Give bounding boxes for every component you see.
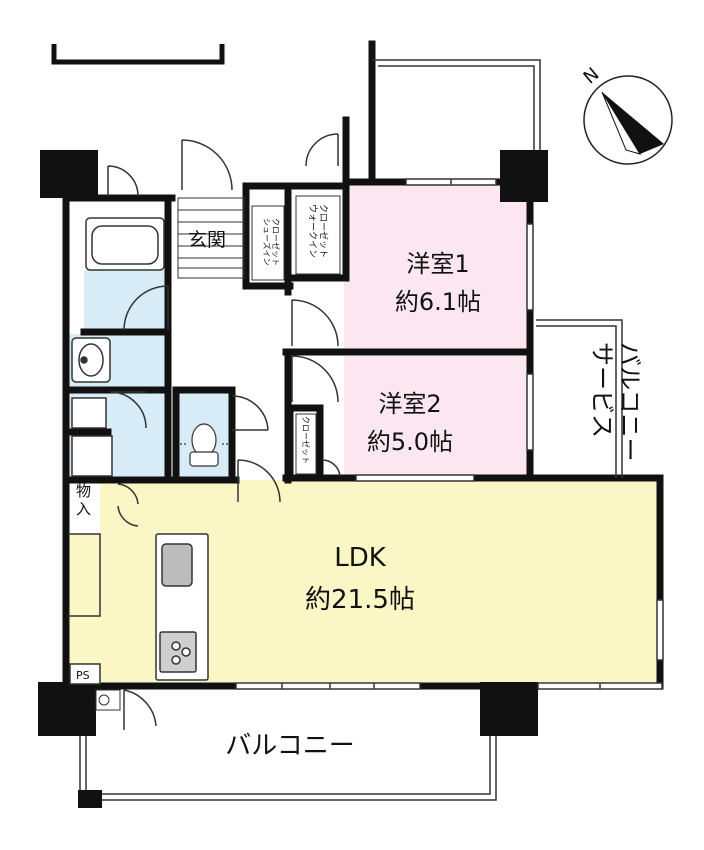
label-ldk-name: LDK [334,543,387,573]
label-bedroom2-name: 洋室2 [378,390,441,418]
walls [62,40,664,692]
closet-lines [251,195,341,475]
label-walk-in-closet: ウォークインクローゼット [307,204,329,258]
compass-north-label: N [580,64,604,89]
label-service-balcony: サービスバルコニー [588,342,644,462]
label-shoe-closet: シューズインクローゼット [262,218,281,266]
label-entrance: 玄関 [188,229,226,251]
label-closet: クローゼット [301,416,311,464]
entrance-steps [177,197,245,279]
bath-fill [84,270,168,330]
label-bedroom1-size: 約6.1帖 [395,288,481,316]
outer-fragment-top [51,44,225,65]
balcony-outline [79,59,623,801]
toilet [180,423,228,467]
ldk-partition [68,533,101,617]
kitchen-counter [155,533,209,681]
bedroom1-fill [344,182,530,350]
bedroom2-fill [344,356,530,478]
windows [235,178,664,690]
label-storage: 物入 [76,482,91,518]
label-ldk-size: 約21.5帖 [305,585,415,615]
ps-box [69,663,101,685]
label-balcony: バルコニー [225,731,354,761]
washing-machine [71,397,113,477]
label-bedroom1-name: 洋室1 [406,250,469,278]
balcony-post [78,790,102,808]
label-ps: PS [76,669,90,682]
doors [107,133,341,730]
compass-needle-icon [602,92,664,154]
columns [38,150,548,736]
label-bedroom2-size: 約5.0帖 [367,428,453,456]
bathtub [85,217,165,271]
compass: N [580,64,673,165]
storage-fill [68,480,100,534]
wash-basin [71,337,111,383]
meter-box [95,689,121,711]
